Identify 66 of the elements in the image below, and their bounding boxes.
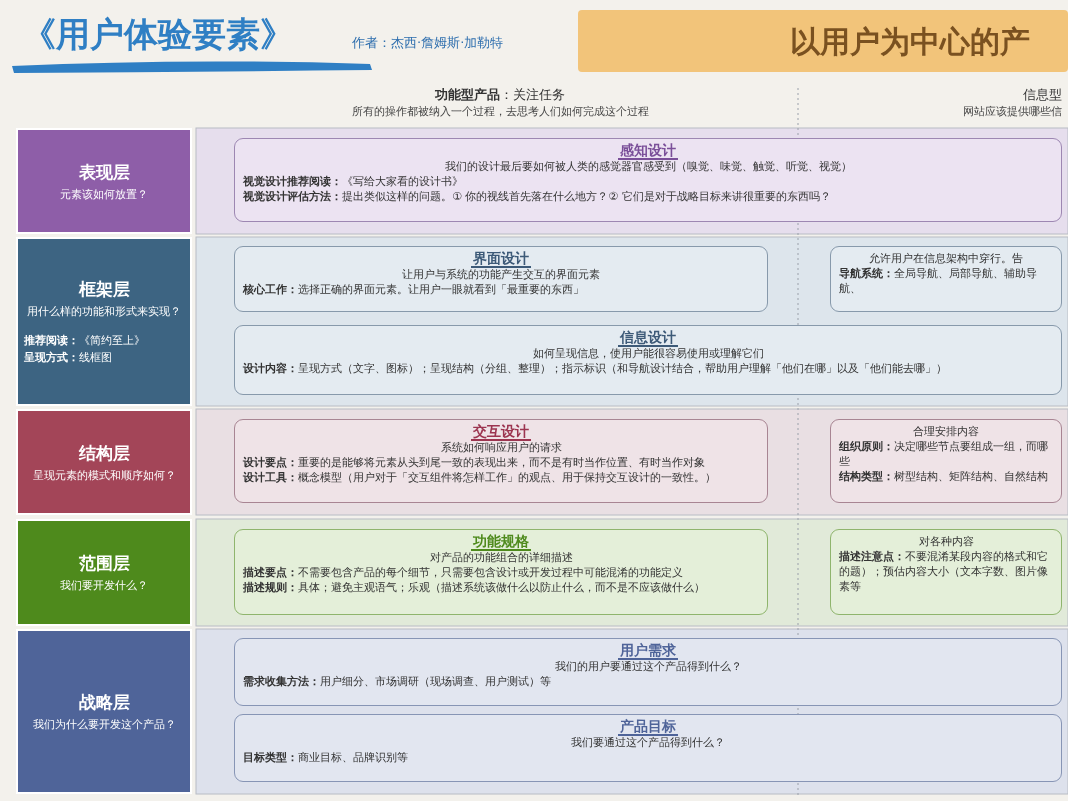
layer-title: 表现层	[78, 160, 130, 184]
detail-text: 设计工具：概念模型（用户对于「交互组件将怎样工作」的观点、用于保持交互设计的一致性。）	[243, 470, 717, 485]
detail-text: 目标类型：商业目标、品牌识别等	[243, 750, 409, 765]
card-heading: 功能规格	[470, 534, 532, 549]
card-subtitle: 我们的设计最后要如何被人类的感觉器官感受到（嗅觉、味觉、触觉、听觉、视觉）	[443, 159, 853, 174]
column-subheading: 所有的操作都被纳入一个过程，去思考人们如何完成这个过程	[350, 104, 650, 119]
title: 《用户体验要素》	[22, 13, 294, 56]
layer-box	[16, 519, 192, 626]
detail-text: 设计内容：呈现方式（文字、图标）；呈现结构（分组、整理）；指示标识（和导航设计结合，帮助用户理解「他们在哪」以及「他们能去哪」）	[243, 361, 948, 376]
layer-question: 呈现元素的模式和顺序如何？	[32, 467, 176, 483]
card-heading: 界面设计	[470, 251, 532, 266]
layer-box	[16, 629, 192, 794]
layer-question: 用什么样的功能和形式来实现？	[27, 304, 181, 319]
card-subtitle: 允许用户在信息架构中穿行。告	[868, 251, 1024, 266]
detail-text: 描述注意点：不要混淆某段内容的格式和它的题）；预估内容大小（文本字数、图片像素等	[839, 549, 1049, 594]
card-subtitle: 如何呈现信息，使用户能很容易使用或理解它们	[531, 346, 765, 361]
title-banner	[578, 10, 1068, 72]
detail-text: 结构类型：树型结构、矩阵结构、自然结构	[839, 469, 1049, 484]
layer-question: 我们要开发什么？	[60, 578, 148, 593]
design-card	[234, 419, 768, 503]
card-subtitle: 合理安排内容	[912, 424, 980, 439]
detail-text: 描述要点：不需要包含产品的每个细节，只需要包含设计或开发过程中可能混淆的功能定义	[243, 565, 684, 580]
design-card	[830, 529, 1062, 615]
layer-title: 范围层	[78, 552, 130, 575]
card-heading: 产品目标	[617, 719, 679, 734]
card-subtitle: 我们要通过这个产品得到什么？	[570, 735, 726, 750]
design-card	[234, 325, 1062, 395]
layer-box	[16, 128, 192, 234]
design-card	[234, 246, 768, 312]
layer-box	[16, 237, 192, 406]
design-card	[830, 246, 1062, 312]
card-subtitle: 让用户与系统的功能产生交互的界面元素	[401, 267, 601, 282]
card-heading: 用户需求	[617, 643, 679, 658]
column-heading: 功能型产品：关注任务	[434, 86, 566, 104]
layer-title: 框架层	[78, 278, 130, 301]
author-text: 作者：杰西·詹姆斯·加勒特	[352, 34, 504, 52]
column-subheading: 网站应该提供哪些信	[962, 104, 1062, 119]
design-card	[234, 529, 768, 615]
banner-heading: 以用户为中心的产	[790, 23, 1030, 61]
detail-text: 视觉设计推荐阅读：《写给大家看的设计书》	[243, 174, 464, 189]
reading-note: 推荐阅读：《简约至上》	[24, 333, 145, 348]
card-heading: 交互设计	[470, 424, 532, 439]
design-card	[234, 638, 1062, 706]
reading-note: 呈现方式：线框图	[24, 350, 112, 365]
detail-text: 组织原则：决定哪些节点要组成一组，而哪些	[839, 439, 1049, 469]
card-subtitle: 我们的用户要通过这个产品得到什么？	[553, 659, 743, 674]
layer-title: 结构层	[78, 441, 130, 465]
detail-text: 导航系统：全局导航、局部导航、辅助导航、	[839, 266, 1038, 296]
detail-text: 视觉设计评估方法：提出类似这样的问题。① 你的视线首先落在什么地方？② 它们是对于战略目标来讲很重要的东西吗？	[243, 189, 832, 204]
layer-title: 战略层	[78, 691, 130, 714]
layer-box	[16, 409, 192, 515]
design-card	[234, 138, 1062, 222]
detail-text: 核心工作：选择正确的界面元素。让用户一眼就看到「最重要的东西」	[243, 282, 585, 297]
card-heading: 信息设计	[617, 330, 679, 345]
card-subtitle: 对各种内容	[917, 534, 975, 549]
card-subtitle: 系统如何响应用户的请求	[439, 440, 563, 455]
detail-text: 描述规则：具体；避免主观语气；乐观（描述系统该做什么以防止什么，而不是不应该做什么）	[243, 580, 706, 595]
card-subtitle: 对产品的功能组合的详细描述	[428, 550, 574, 565]
detail-text: 需求收集方法：用户细分、市场调研（现场调查、用户测试）等	[243, 674, 552, 689]
design-card	[830, 419, 1062, 503]
column-heading: 信息型	[1022, 86, 1062, 104]
card-heading: 感知设计	[617, 143, 679, 158]
design-card	[234, 714, 1062, 782]
layer-question: 我们为什么要开发这个产品？	[32, 717, 176, 732]
layer-question: 元素该如何放置？	[60, 186, 148, 202]
detail-text: 设计要点：重要的是能够将元素从头到尾一致的表现出来，而不是有时当作位置、有时当作对象	[243, 455, 706, 470]
